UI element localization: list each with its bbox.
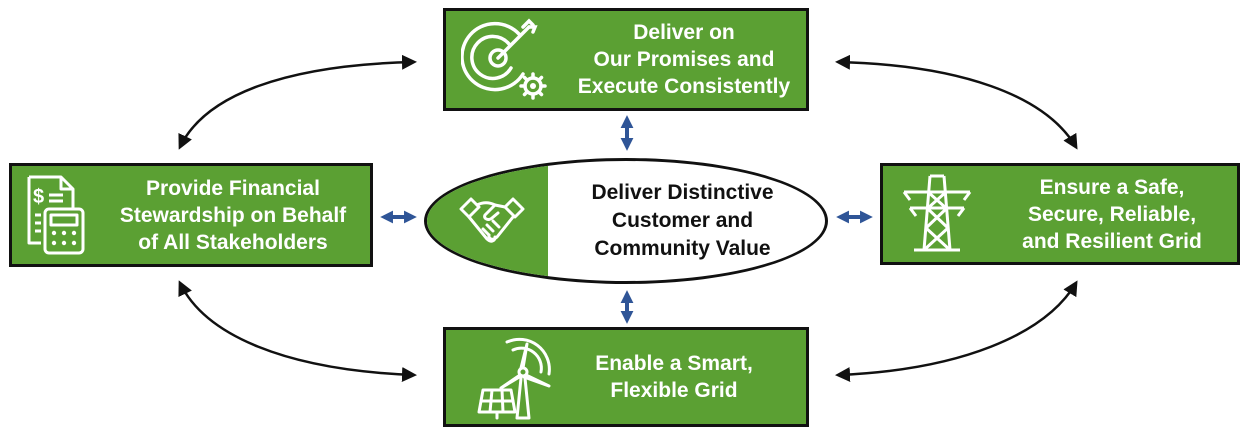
invoice-calculator-icon: $	[12, 173, 96, 257]
goal-box-financial-stewardship: $ Provide Financial Stewardship on Behal…	[9, 163, 373, 267]
goal-line-1: Deliver on	[633, 21, 735, 44]
curved-arrow-bottom-right	[835, 280, 1078, 382]
goal-line-2: Stewardship on Behalf	[119, 203, 347, 227]
handshake-icon	[459, 191, 525, 258]
goal-line-2: Our Promises and	[593, 48, 775, 71]
center-goal-customer-value: Deliver Distinctive Customer and Communi…	[424, 158, 828, 284]
center-line-3: Community Value	[594, 237, 771, 260]
center-green-panel	[427, 161, 548, 281]
goal-box-smart-flexible-grid: Enable a Smart, Flexible Grid	[443, 327, 809, 427]
svg-text:$: $	[33, 186, 44, 208]
wind-solar-icon	[446, 334, 572, 420]
curved-arrow-top-right	[835, 54, 1078, 150]
goal-line-3: Execute Consistently	[577, 75, 791, 98]
goal-line-1: Provide Financial	[146, 176, 320, 200]
center-goal-label: Deliver Distinctive Customer and Communi…	[548, 161, 817, 281]
goal-line-3: and Resilient Grid	[1022, 229, 1202, 253]
goal-line-2: Flexible Grid	[610, 379, 738, 402]
center-line-2: Customer and	[611, 209, 754, 232]
goal-box-safe-reliable-grid: Ensure a Safe, Secure, Reliable, and Res…	[880, 163, 1240, 265]
goal-line-1: Ensure a Safe,	[1039, 175, 1185, 199]
curved-arrow-bottom-left	[178, 280, 417, 383]
goal-label-financial-stewardship: Provide Financial Stewardship on Behalf …	[96, 175, 370, 256]
goal-line-3: of All Stakeholders	[138, 230, 328, 254]
transmission-tower-icon	[883, 172, 987, 256]
goal-label-safe-reliable-grid: Ensure a Safe, Secure, Reliable, and Res…	[987, 174, 1237, 255]
goal-label-smart-flexible-grid: Enable a Smart, Flexible Grid	[572, 350, 806, 404]
goal-line-2: Secure, Reliable,	[1027, 202, 1197, 226]
curved-arrow-top-left	[178, 54, 417, 150]
goal-line-1: Enable a Smart,	[595, 352, 753, 375]
target-gear-icon	[446, 16, 562, 104]
goal-box-deliver-promises: Deliver on Our Promises and Execute Cons…	[443, 8, 809, 111]
center-line-1: Deliver Distinctive	[591, 181, 774, 204]
goal-label-deliver-promises: Deliver on Our Promises and Execute Cons…	[562, 19, 806, 100]
